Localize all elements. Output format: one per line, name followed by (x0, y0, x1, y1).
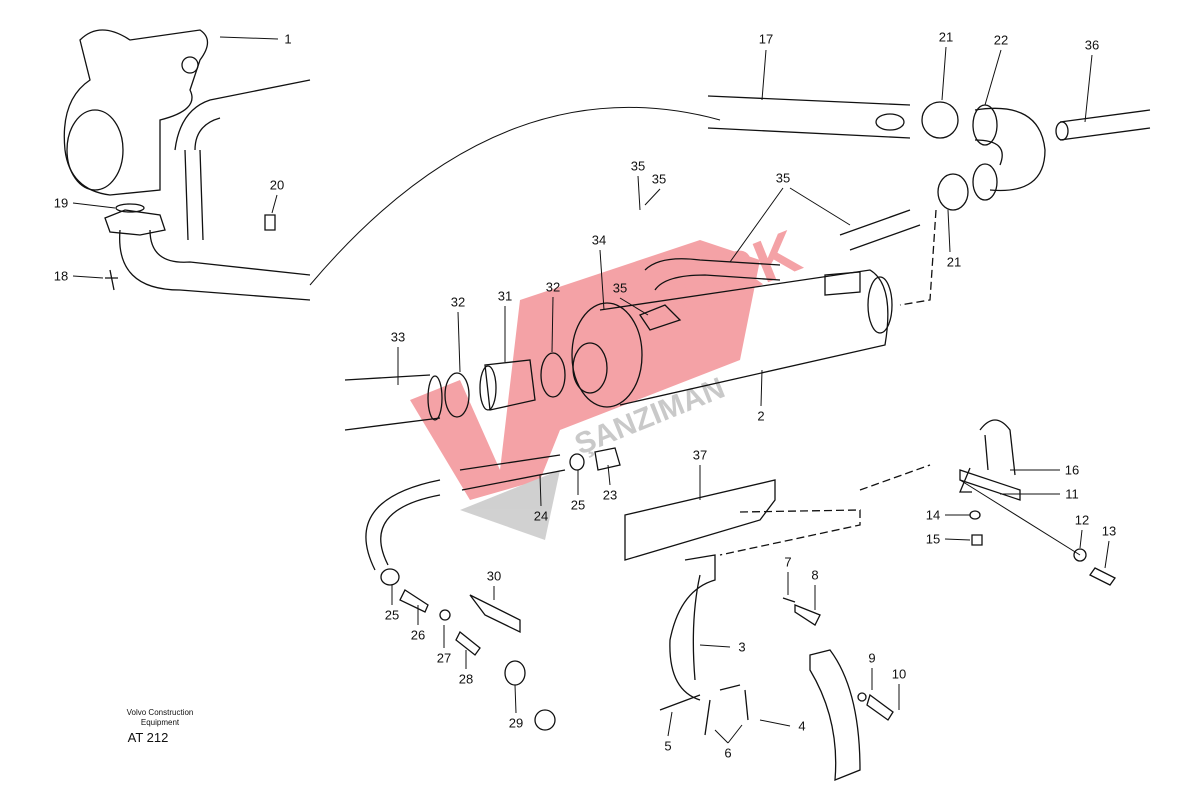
part-label: 35 (775, 170, 791, 186)
part-label: 25 (570, 497, 586, 513)
part-label: 16 (1064, 462, 1080, 478)
part-label: 6 (724, 745, 732, 761)
part-label: 35 (630, 158, 646, 174)
muffler (571, 209, 921, 408)
part-label: 29 (508, 715, 524, 731)
part-label: 19 (53, 195, 69, 211)
part-label: 13 (1101, 523, 1117, 539)
part-label: 5 (664, 738, 672, 754)
turbocharger (63, 29, 209, 196)
part-label: 35 (651, 171, 667, 187)
exhaust-pipe (119, 229, 311, 301)
part-label: 22 (993, 32, 1009, 48)
part-label: 24 (533, 508, 549, 524)
flange (104, 209, 166, 236)
part-label: 7 (784, 554, 792, 570)
part-label: 35 (612, 280, 628, 296)
part-label: 37 (692, 447, 708, 463)
part-label: 25 (384, 607, 400, 623)
part-label: 18 (53, 268, 69, 284)
part-label: 28 (458, 671, 474, 687)
part-label: 17 (758, 31, 774, 47)
leader-lines (72, 36, 1110, 744)
part-label: 4 (798, 718, 806, 734)
part-label: 26 (410, 627, 426, 643)
part-label: 23 (602, 487, 618, 503)
part-label: 33 (390, 329, 406, 345)
part-label: 12 (1074, 512, 1090, 528)
part-label: 21 (938, 29, 954, 45)
part-label: 11 (1065, 486, 1079, 502)
caption: Volvo Construction Equipment (100, 708, 220, 728)
caption-line-1: Volvo Construction (126, 708, 194, 717)
part-label: 10 (891, 666, 907, 682)
part-label: 31 (497, 288, 513, 304)
part-label: 3 (738, 639, 746, 655)
part-label: 20 (269, 177, 285, 193)
part-label: 8 (811, 567, 819, 583)
part-label: 9 (868, 650, 876, 666)
part-label: 27 (436, 650, 452, 666)
part-label: 15 (925, 531, 941, 547)
bracket-plate (624, 479, 776, 561)
part-label: 30 (486, 568, 502, 584)
part-label: 34 (591, 232, 607, 248)
caption-line-2: Equipment (140, 718, 180, 727)
part-label: 32 (450, 294, 466, 310)
part-label: 1 (284, 31, 292, 47)
part-label: 21 (946, 254, 962, 270)
diagram-code: AT 212 (127, 730, 169, 745)
part-label: 2 (757, 408, 765, 424)
part-label: 14 (925, 507, 941, 523)
part-label: 36 (1084, 37, 1100, 53)
part-label: 32 (545, 279, 561, 295)
